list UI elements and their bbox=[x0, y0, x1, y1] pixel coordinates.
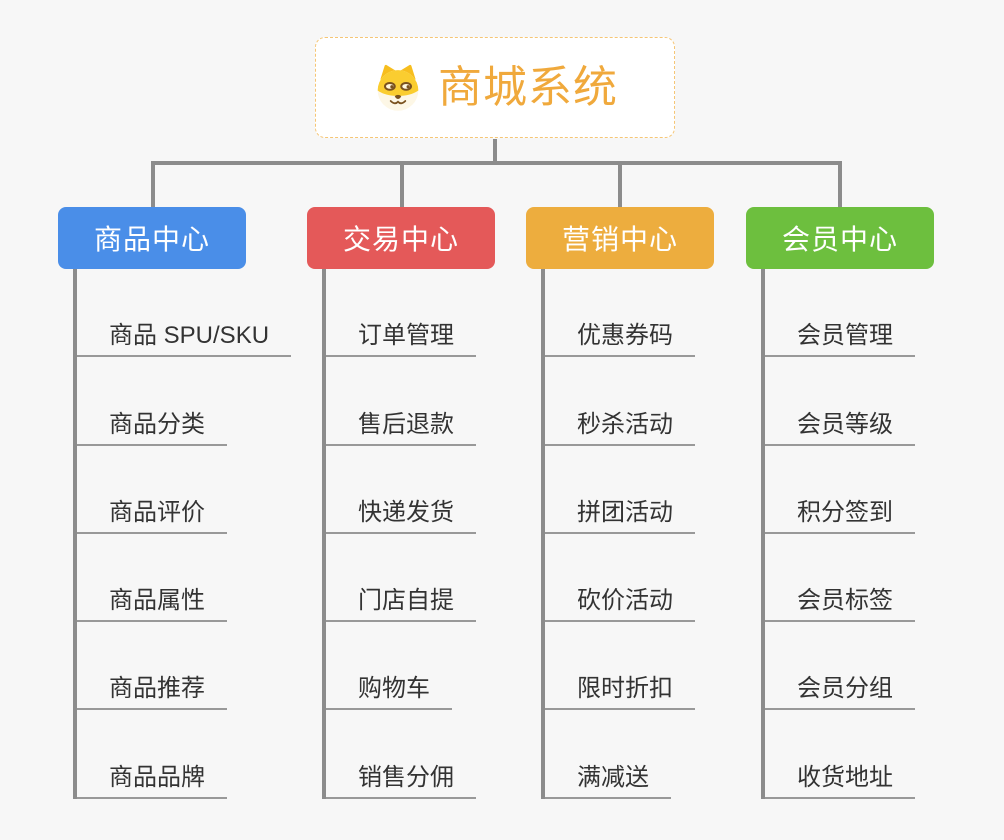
dog-icon bbox=[377, 64, 419, 111]
branch-column-member: 会员中心 会员管理 会员等级 积分签到 会员标签 会员分组 收货地址 bbox=[746, 207, 934, 799]
branch-header-trade[interactable]: 交易中心 bbox=[307, 207, 495, 269]
branch-header-product[interactable]: 商品中心 bbox=[58, 207, 246, 269]
connector-root-stem bbox=[493, 139, 497, 165]
branch-item[interactable]: 售后退款 bbox=[326, 357, 476, 446]
branch-item[interactable]: 商品评价 bbox=[77, 446, 227, 534]
root-node[interactable]: 商城系统 bbox=[315, 37, 675, 138]
branch-item[interactable]: 会员标签 bbox=[765, 534, 915, 623]
branch-header-marketing[interactable]: 营销中心 bbox=[526, 207, 714, 269]
branch-item[interactable]: 商品属性 bbox=[77, 534, 227, 623]
connector-drop-1 bbox=[151, 161, 155, 207]
branch-children-product: 商品 SPU/SKU 商品分类 商品评价 商品属性 商品推荐 商品品牌 bbox=[73, 269, 292, 799]
branch-item[interactable]: 商品推荐 bbox=[77, 622, 227, 711]
branch-item[interactable]: 秒杀活动 bbox=[545, 357, 695, 446]
branch-header-label: 交易中心 bbox=[342, 224, 459, 255]
root-title: 商城系统 bbox=[438, 62, 618, 112]
connector-bus bbox=[151, 161, 841, 165]
branch-header-label: 商品中心 bbox=[93, 224, 210, 255]
branch-item[interactable]: 积分签到 bbox=[765, 446, 915, 534]
branch-item[interactable]: 拼团活动 bbox=[545, 446, 695, 534]
branch-children-member: 会员管理 会员等级 积分签到 会员标签 会员分组 收货地址 bbox=[761, 269, 915, 799]
connector-drop-4 bbox=[838, 161, 842, 207]
branch-item[interactable]: 门店自提 bbox=[326, 534, 476, 623]
branch-item[interactable]: 满减送 bbox=[545, 710, 671, 799]
branch-item[interactable]: 购物车 bbox=[326, 622, 452, 711]
branch-item[interactable]: 商品 SPU/SKU bbox=[77, 269, 292, 358]
connector-drop-2 bbox=[400, 161, 404, 207]
connector-drop-3 bbox=[618, 161, 622, 207]
branch-item[interactable]: 收货地址 bbox=[765, 710, 915, 799]
branch-children-marketing: 优惠券码 秒杀活动 拼团活动 砍价活动 限时折扣 满减送 bbox=[541, 269, 695, 799]
branch-item[interactable]: 会员等级 bbox=[765, 357, 915, 446]
branch-children-trade: 订单管理 售后退款 快递发货 门店自提 购物车 销售分佣 bbox=[322, 269, 476, 799]
branch-header-member[interactable]: 会员中心 bbox=[746, 207, 934, 269]
branch-item[interactable]: 商品品牌 bbox=[77, 710, 227, 799]
branch-item[interactable]: 订单管理 bbox=[326, 269, 476, 358]
branch-item[interactable]: 会员管理 bbox=[765, 269, 915, 358]
branch-item[interactable]: 商品分类 bbox=[77, 357, 227, 446]
branch-column-trade: 交易中心 订单管理 售后退款 快递发货 门店自提 购物车 销售分佣 bbox=[307, 207, 495, 799]
branch-item[interactable]: 限时折扣 bbox=[545, 622, 695, 711]
branch-header-label: 营销中心 bbox=[561, 224, 678, 255]
branch-item[interactable]: 砍价活动 bbox=[545, 534, 695, 623]
branch-item[interactable]: 会员分组 bbox=[765, 622, 915, 711]
branch-column-marketing: 营销中心 优惠券码 秒杀活动 拼团活动 砍价活动 限时折扣 满减送 bbox=[526, 207, 714, 799]
branch-column-product: 商品中心 商品 SPU/SKU 商品分类 商品评价 商品属性 商品推荐 商品品牌 bbox=[58, 207, 292, 799]
branch-item[interactable]: 销售分佣 bbox=[326, 710, 476, 799]
branch-item[interactable]: 优惠券码 bbox=[545, 269, 695, 358]
branch-header-label: 会员中心 bbox=[781, 224, 898, 255]
branch-item[interactable]: 快递发货 bbox=[326, 446, 476, 534]
